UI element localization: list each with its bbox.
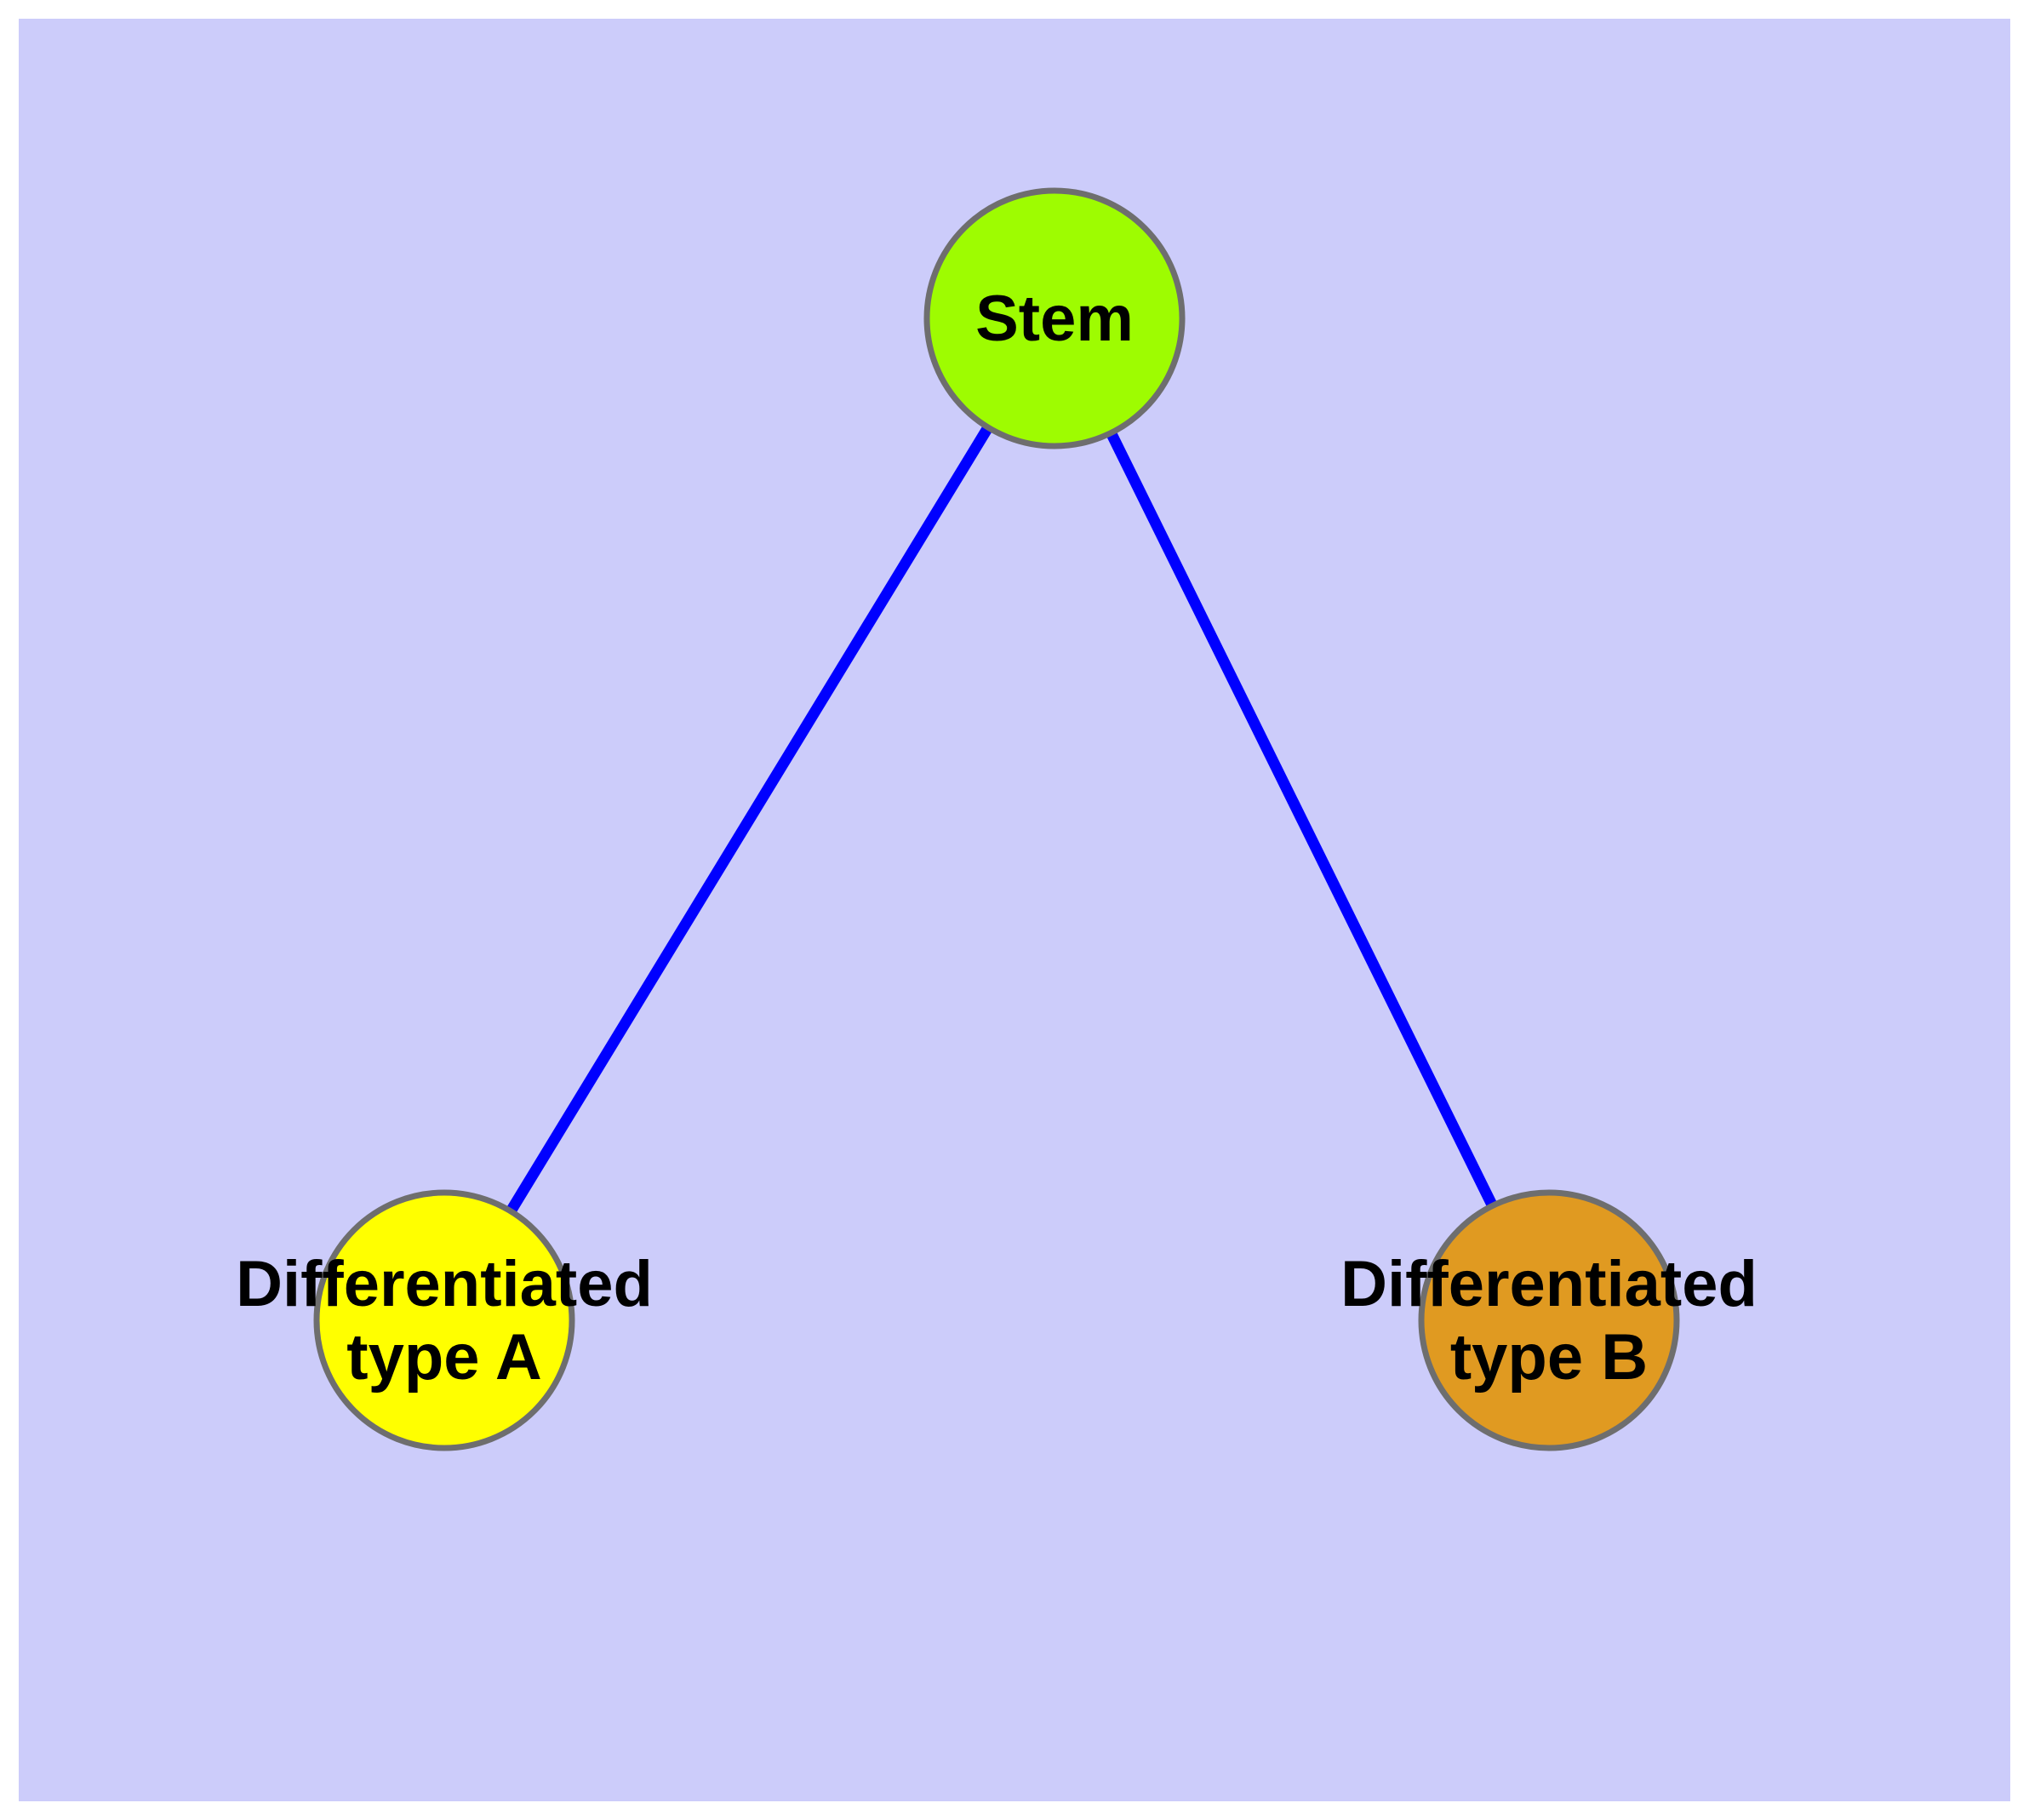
node-diff_a[interactable]: [313, 1189, 575, 1451]
edges-layer: [505, 423, 1499, 1216]
edge-stem-to-diff_a[interactable]: [505, 423, 994, 1216]
node-stem[interactable]: [923, 187, 1186, 449]
node-label-line: Differentiated: [1340, 1248, 1758, 1320]
edge-stem-to-diff_b[interactable]: [1105, 428, 1499, 1210]
node-label-line: Stem: [975, 283, 1134, 355]
node-label-line: type A: [346, 1321, 541, 1394]
node-label-line: Differentiated: [236, 1248, 653, 1320]
node-label-stem: Stem: [975, 283, 1134, 355]
node-diff_b[interactable]: [1418, 1189, 1680, 1451]
nodes-layer: [313, 187, 1680, 1451]
node-label-line: type B: [1450, 1321, 1648, 1394]
